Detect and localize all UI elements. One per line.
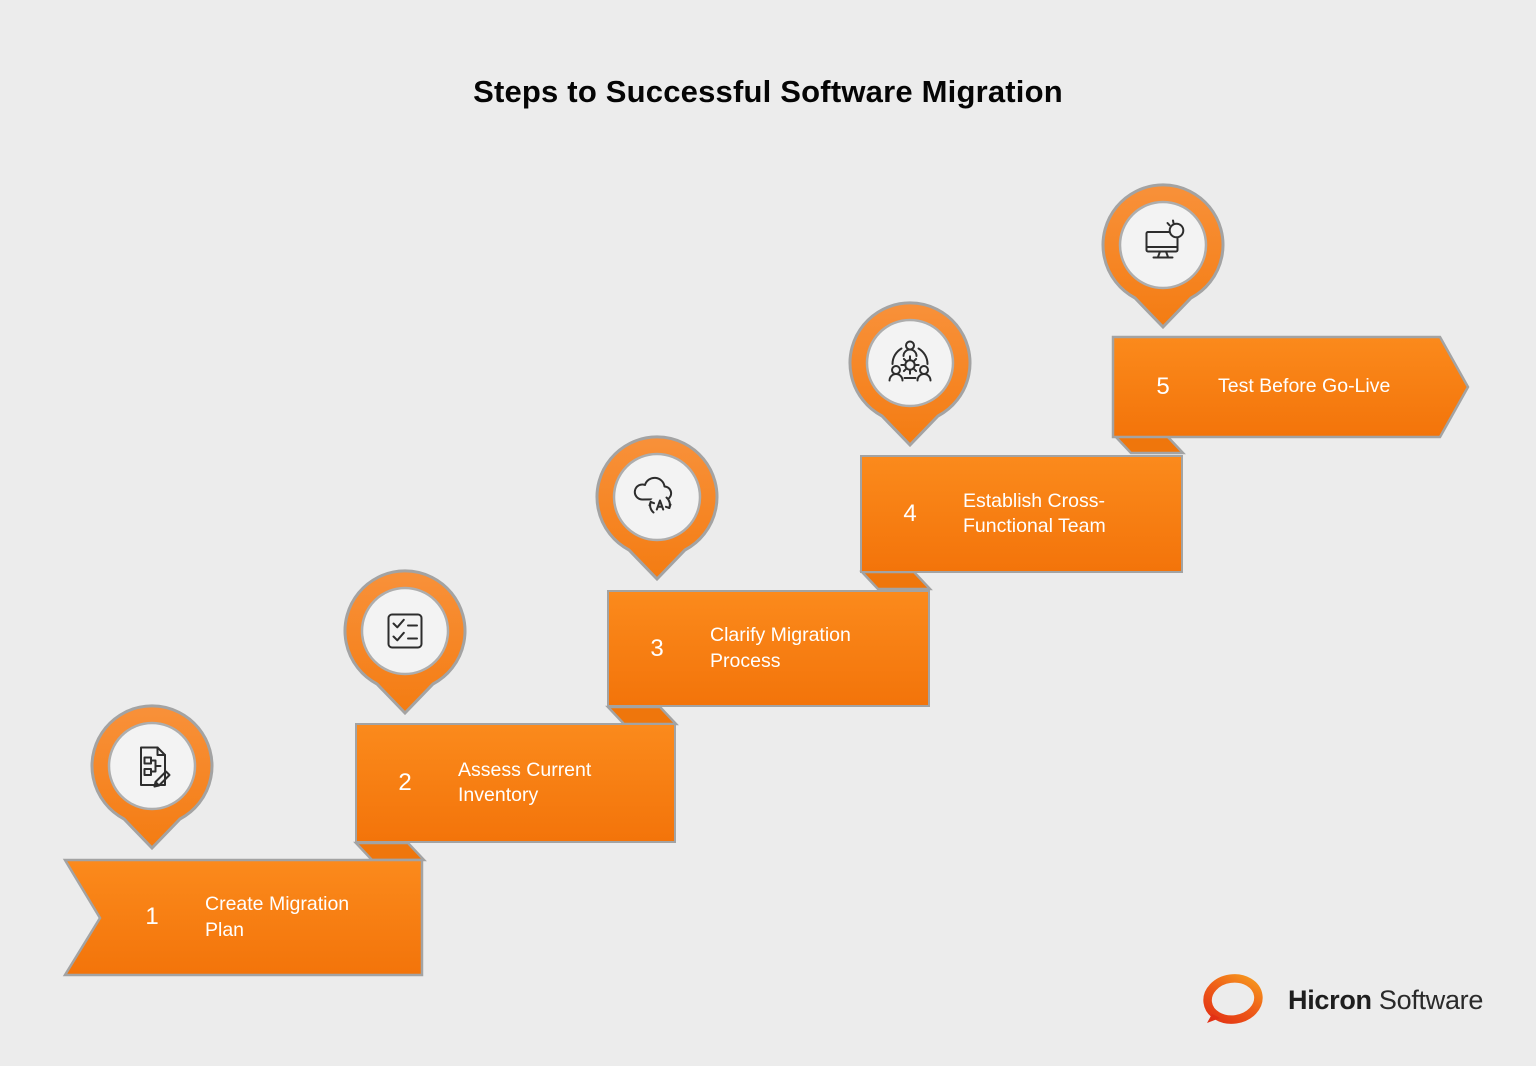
brand-footer: Hicron Software [1200, 972, 1483, 1028]
checklist-icon [387, 613, 423, 649]
step-number-4: 4 [903, 500, 917, 527]
step-label-text: Test Before Go-Live [1218, 375, 1391, 398]
banner-ribbon-5 [1111, 335, 1470, 439]
team-gear-icon [888, 340, 932, 382]
brand-name-bold: Hicron [1288, 984, 1372, 1015]
step-label-2: Assess Current Inventory [458, 723, 638, 843]
ribbon-fold-2-3 [605, 705, 679, 726]
document-plan-icon [140, 746, 171, 788]
step-number-5: 5 [1156, 373, 1170, 400]
step-number-3: 3 [650, 635, 664, 662]
pin-step-3 [595, 435, 719, 582]
step-number-1: 1 [145, 903, 159, 930]
step-label-text: Create Migration Plan [205, 893, 350, 941]
pin-step-5 [1101, 183, 1225, 330]
banner-ribbon-1 [62, 858, 424, 977]
pin-step-2 [343, 569, 467, 716]
step-label-4: Establish Cross-Functional Team [963, 455, 1153, 573]
hicron-logo-icon [1203, 974, 1263, 1024]
cloud-migration-icon [633, 476, 673, 515]
step-label-text: Establish Cross-Functional Team [963, 489, 1106, 537]
step-number-2: 2 [398, 769, 412, 796]
brand-name-regular: Software [1378, 984, 1484, 1015]
step-label-text: Clarify Migration Process [710, 624, 851, 672]
banner-ribbon-3 [607, 590, 930, 707]
step-label-5: Test Before Go-Live [1218, 337, 1458, 437]
pin-step-1 [90, 704, 214, 851]
step-label-1: Create Migration Plan [205, 860, 385, 975]
brand-name: Hicron Software [1288, 985, 1483, 1016]
pin-step-4 [848, 301, 972, 448]
banner-ribbon-2 [355, 723, 676, 843]
step-label-text: Assess Current Inventory [458, 758, 592, 806]
monitor-test-icon [1145, 219, 1185, 259]
step-label-3: Clarify Migration Process [710, 590, 890, 707]
page-title: Steps to Successful Software Migration [473, 74, 1063, 109]
ribbon-fold-1-2 [353, 841, 427, 862]
banner-ribbon-4 [860, 455, 1183, 573]
